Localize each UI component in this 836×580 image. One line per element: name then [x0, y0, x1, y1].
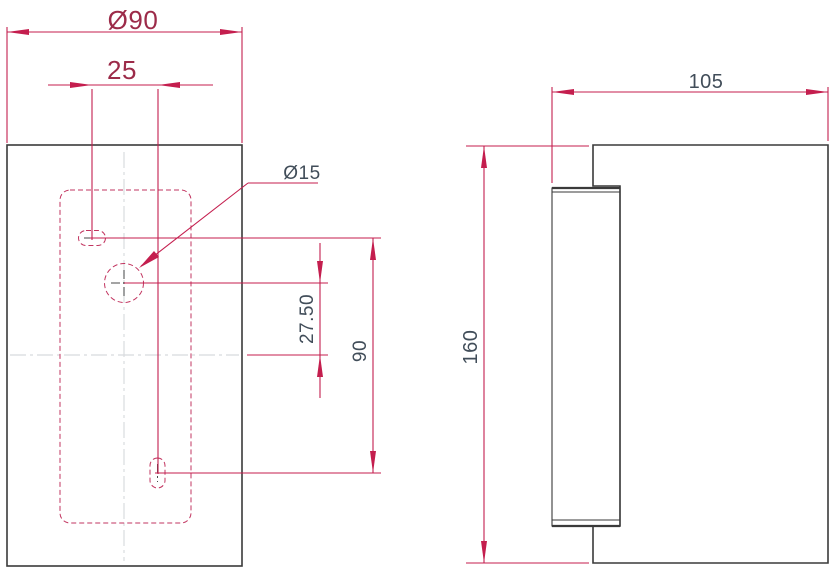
leader-arrowhead — [139, 251, 159, 268]
arrowhead-right — [220, 29, 242, 35]
arrowhead-left — [70, 82, 92, 88]
dim-depth: 105 — [551, 71, 829, 183]
dim-text-hole-diameter: Ø15 — [283, 163, 320, 184]
arrowhead-bottom — [370, 451, 376, 473]
mount-plate-outline — [551, 187, 621, 527]
dim-text-slot-span: 90 — [350, 340, 371, 362]
dim-slot-span: 90 — [90, 237, 381, 474]
hidden-recess-outline — [59, 189, 192, 524]
arrowhead-right — [158, 82, 180, 88]
dim-hole-offset: 27.50 — [124, 243, 328, 398]
dim-outer-diameter: Ø90 — [6, 5, 243, 143]
arrowhead-top — [481, 146, 487, 168]
leader-hole-diameter: Ø15 — [139, 163, 320, 268]
front-view — [6, 144, 243, 567]
dim-text-depth: 105 — [689, 71, 724, 93]
front-view-outline — [6, 144, 243, 567]
dim-text-height: 160 — [460, 330, 482, 365]
arrowhead-bottom — [317, 355, 323, 377]
dim-text-outer-diameter: Ø90 — [108, 5, 159, 35]
leader-line — [140, 182, 249, 267]
arrowhead-left — [552, 89, 574, 95]
arrowhead-bottom — [481, 541, 487, 563]
arrowhead-right — [806, 89, 828, 95]
top-slot — [78, 230, 106, 246]
side-view-body-outline — [592, 144, 829, 564]
side-view — [551, 144, 829, 564]
dim-height: 160 — [460, 145, 589, 564]
arrowhead-top — [370, 238, 376, 260]
dim-text-slot-spacing: 25 — [107, 55, 137, 85]
arrowhead-left — [7, 29, 29, 35]
arrowhead-top — [317, 261, 323, 283]
dim-slot-spacing: 25 — [48, 55, 213, 474]
dim-text-hole-offset: 27.50 — [297, 294, 318, 344]
